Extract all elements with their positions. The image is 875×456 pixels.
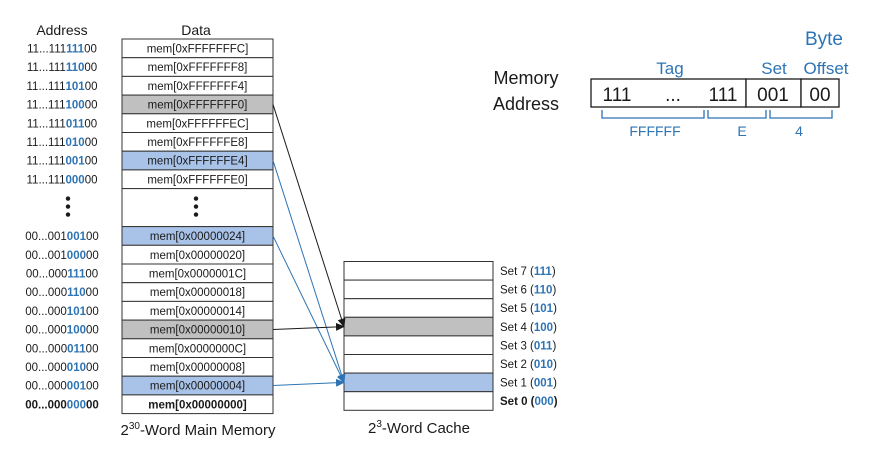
memory-data-label: mem[0xFFFFFFEC] xyxy=(146,118,248,130)
cache-set-label: Set 3 (011) xyxy=(500,340,556,352)
memory-address-label: 11...11100000 xyxy=(27,174,98,186)
memory-data-label: mem[0x0000000C] xyxy=(149,343,246,355)
set-bracket xyxy=(707,110,767,119)
memory-to-cache-arrow xyxy=(272,235,345,384)
memory-to-cache-arrow xyxy=(272,160,346,384)
memory-address-label: 00...00010000 xyxy=(25,325,99,337)
cache-set-label: Set 6 (110) xyxy=(500,285,556,297)
memory-data-label: mem[0x00000020] xyxy=(150,250,245,262)
address-column-header: Address xyxy=(36,22,87,38)
memory-data-cell xyxy=(121,394,274,415)
tag-bracket xyxy=(601,110,705,119)
memory-address-label: 00...00011100 xyxy=(26,269,98,281)
memory-to-cache-arrow xyxy=(272,378,345,387)
offset-field-box xyxy=(800,78,840,108)
offset-bracket xyxy=(769,110,833,119)
memory-address-label: 11...11101000 xyxy=(27,137,98,149)
byte-offset-label-line2: Offset xyxy=(803,59,848,78)
memory-address-label: 00...00100000 xyxy=(25,250,99,262)
data-ellipsis-dot xyxy=(193,196,199,201)
tag-field-box xyxy=(590,78,747,108)
tag-field-label: Tag xyxy=(656,59,683,78)
data-ellipsis-dot xyxy=(193,204,199,209)
memory-data-label: mem[0x00000008] xyxy=(150,362,245,374)
memory-address-label-line2: Address xyxy=(493,94,559,114)
memory-data-label: mem[0x0000001C] xyxy=(149,269,246,281)
memory-address-label: 11...11100100 xyxy=(27,156,98,168)
set-field-label: Set xyxy=(761,59,787,78)
memory-data-label: mem[0x00000024] xyxy=(150,231,245,243)
memory-address-label: 00...00000100 xyxy=(25,381,99,393)
data-column-header: Data xyxy=(181,22,211,38)
tag-hex-value: FFFFFF xyxy=(629,123,680,139)
memory-address-label: 11...11110000 xyxy=(27,100,98,112)
main-memory-table: mem[0xFFFFFFFC] 11...11111100 mem[0xFFFFFF… xyxy=(25,38,274,415)
cache-set-cell xyxy=(343,335,494,355)
memory-to-cache-arrow xyxy=(272,322,345,331)
memory-address-label: 11...11110100 xyxy=(27,81,98,93)
cache-set-label: Set 5 (101) xyxy=(500,303,557,315)
memory-data-label: mem[0xFFFFFFF0] xyxy=(148,100,248,112)
tag-bits-left: 111 xyxy=(603,85,632,106)
memory-address-label: 00...00010100 xyxy=(25,306,99,318)
memory-address-label-line1: Memory xyxy=(493,68,558,88)
memory-data-label: mem[0x00000014] xyxy=(150,306,245,318)
memory-address-label: 11...11111100 xyxy=(27,44,97,56)
main-memory-caption: 230-Word Main Memory xyxy=(120,421,276,439)
memory-address-label: 00...00100100 xyxy=(25,231,99,243)
cache-set-label: Set 2 (010) xyxy=(500,359,557,371)
address-ellipsis-dot xyxy=(65,212,71,217)
set-hex-value: E xyxy=(737,123,746,139)
cache-set-cell xyxy=(343,316,494,337)
memory-data-label: mem[0xFFFFFFFC] xyxy=(147,44,249,56)
cache-set-cell xyxy=(343,372,494,393)
set-bits: 001 xyxy=(757,85,789,106)
memory-address-label: 00...00000000 xyxy=(25,399,99,411)
tag-bits-ellipsis: ... xyxy=(665,85,681,106)
memory-data-label: mem[0x00000010] xyxy=(150,325,245,337)
mapping-arrows xyxy=(272,104,346,387)
cache-caption: 23-Word Cache xyxy=(368,419,470,437)
offset-bits: 00 xyxy=(809,85,830,106)
cache-set-cell xyxy=(343,261,494,281)
memory-address-label: 11...11111000 xyxy=(27,62,97,74)
cache-table: Set 7 (111) Set 6 (110) Set 5 (101) Set 4 (… xyxy=(343,261,558,411)
memory-address-label: 00...00001000 xyxy=(25,362,99,374)
cache-set-label: Set 0 (000) xyxy=(500,396,558,408)
data-ellipsis-dot xyxy=(193,212,199,217)
cache-set-label: Set 1 (001) xyxy=(500,378,557,390)
memory-data-label: mem[0x00000004] xyxy=(150,381,245,393)
set-field-box xyxy=(745,78,802,108)
memory-data-label: mem[0xFFFFFFF4] xyxy=(148,81,248,93)
memory-data-label: mem[0xFFFFFFE0] xyxy=(147,174,247,186)
memory-address-label: 00...00001100 xyxy=(26,343,99,355)
cache-set-cell xyxy=(343,279,494,300)
memory-address-label: 11...11101100 xyxy=(27,118,97,130)
memory-address-label: 00...00011000 xyxy=(26,287,99,299)
cache-set-cell xyxy=(343,391,494,411)
memory-data-label: mem[0x00000000] xyxy=(148,399,247,411)
cache-set-cell xyxy=(343,298,494,318)
byte-offset-label-line1: Byte xyxy=(805,29,843,50)
address-ellipsis-dot xyxy=(65,196,71,201)
cache-set-cell xyxy=(343,354,494,374)
memory-data-label: mem[0xFFFFFFE8] xyxy=(147,137,247,149)
address-format: Memory Address Tag Set Byte Offset 111 .… xyxy=(493,29,849,139)
offset-hex-value: 4 xyxy=(795,123,803,139)
memory-to-cache-arrow xyxy=(272,104,346,328)
cache-set-label: Set 7 (111) xyxy=(500,266,556,278)
memory-data-label: mem[0xFFFFFFF8] xyxy=(148,62,248,74)
memory-data-label: mem[0x00000018] xyxy=(150,287,245,299)
cache-set-label: Set 4 (100) xyxy=(500,322,557,334)
address-ellipsis-dot xyxy=(65,204,71,209)
tag-bits-right: 111 xyxy=(709,85,738,106)
memory-data-label: mem[0xFFFFFFE4] xyxy=(147,156,247,168)
